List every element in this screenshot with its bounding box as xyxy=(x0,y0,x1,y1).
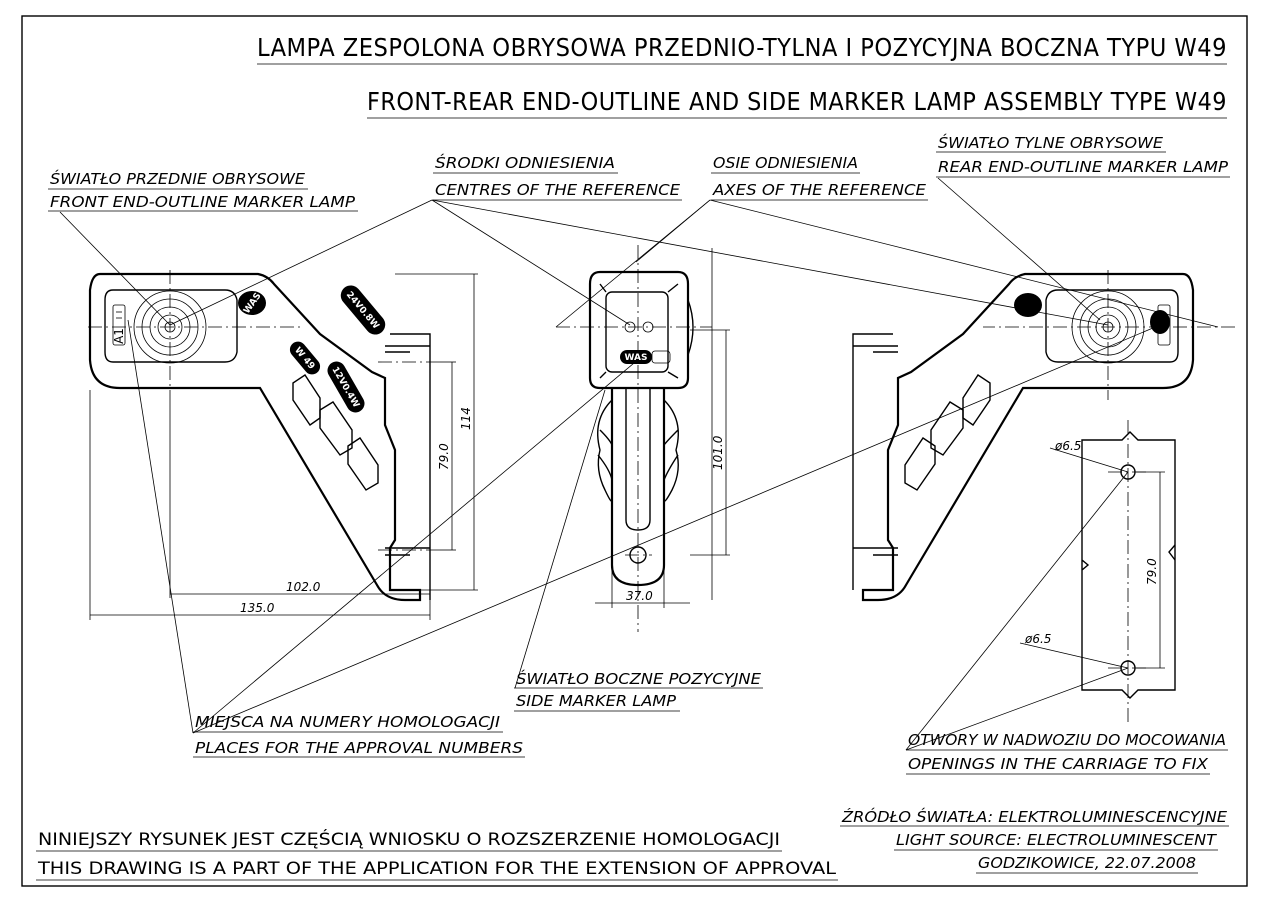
title-polish: LAMPA ZESPOLONA OBRYSOWA PRZEDNIO-TYLNA … xyxy=(257,33,1227,62)
label-centres-pl: ŚRODKI ODNIESIENIA xyxy=(435,153,615,172)
footer-source-en: LIGHT SOURCE: ELECTROLUMINESCENT xyxy=(896,831,1218,849)
label-axes-pl: OSIE ODNIESIENIA xyxy=(713,154,858,172)
label-centres-en: CENTRES OF THE REFERENCE xyxy=(435,181,681,199)
rear-lamp-view xyxy=(852,270,1235,602)
label-side-en: SIDE MARKER LAMP xyxy=(516,692,677,710)
dim-37: 37.0 xyxy=(626,589,653,603)
brand-text-side: WAS xyxy=(625,353,648,363)
label-approval-pl: MIEJSCA NA NUMERY HOMOLOGACJI xyxy=(195,713,501,731)
dim-102: 102.0 xyxy=(286,580,321,594)
side-lamp-view: WAS 37.0 101.0 xyxy=(556,245,730,632)
label-side-pl: ŚWIATŁO BOCZNE POZYCYJNE xyxy=(516,669,762,688)
front-dimensions: 135.0 102.0 114 79.0 xyxy=(89,273,478,620)
label-front-en: FRONT END-OUTLINE MARKER LAMP xyxy=(50,193,356,211)
dim-79-front: 79.0 xyxy=(437,443,451,470)
front-lamp-view: A1 WAS 24V0.8W W 49 12V0.4W xyxy=(88,270,440,602)
footer-source-pl: ŹRÓDŁO ŚWIATŁA: ELEKTROLUMINESCENCYJNE xyxy=(841,807,1228,826)
dim-135: 135.0 xyxy=(240,601,275,615)
brand-badge-front xyxy=(238,291,266,315)
dim-114: 114 xyxy=(459,407,473,430)
footer-note-pl: NINIEJSZY RYSUNEK JEST CZĘŚCIĄ WNIOSKU O… xyxy=(38,828,780,850)
mounting-plate: 79.0 ø6.5 ø6.5 xyxy=(1019,420,1176,725)
label-approval-en: PLACES FOR THE APPROVAL NUMBERS xyxy=(195,739,524,757)
label-rear-en: REAR END-OUTLINE MARKER LAMP xyxy=(938,158,1229,176)
front-approval-code: A1 xyxy=(112,328,126,344)
label-openings-pl: OTWORY W NADWOZIU DO MOCOWANIA xyxy=(908,731,1226,749)
label-front-pl: ŚWIATŁO PRZEDNIE OBRYSOWE xyxy=(50,169,306,188)
title-english: FRONT-REAR END-OUTLINE AND SIDE MARKER L… xyxy=(367,87,1227,116)
footer-note-en: THIS DRAWING IS A PART OF THE APPLICATIO… xyxy=(37,859,837,879)
dim-79-plate: 79.0 xyxy=(1145,558,1159,585)
label-openings-en: OPENINGS IN THE CARRIAGE TO FIX xyxy=(908,755,1209,773)
dim-101: 101.0 xyxy=(711,435,725,470)
sheet-border xyxy=(21,15,1248,887)
dim-hole-2: ø6.5 xyxy=(1024,632,1051,646)
dim-hole-1: ø6.5 xyxy=(1054,439,1081,453)
label-axes-en: AXES OF THE REFERENCE xyxy=(712,181,927,199)
footer-place-date: GODZIKOWICE, 22.07.2008 xyxy=(978,854,1196,872)
label-rear-pl: ŚWIATŁO TYLNE OBRYSOWE xyxy=(938,133,1164,152)
leader-lines xyxy=(59,177,1219,751)
